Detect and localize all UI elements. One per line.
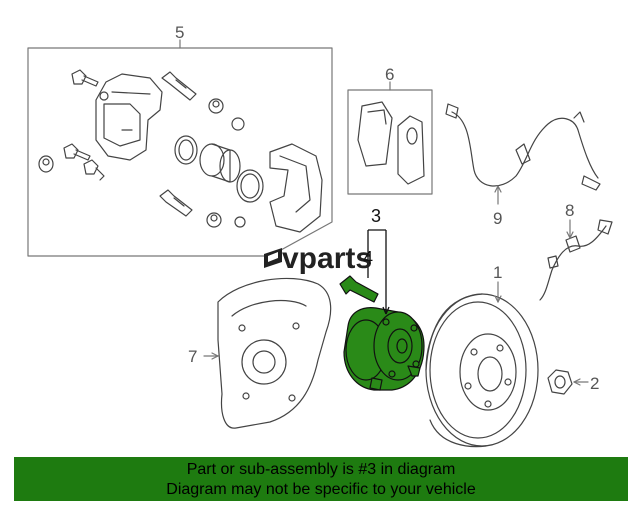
callout-4: 4 — [363, 248, 373, 268]
bushing — [208, 98, 224, 114]
bleeder-screw — [38, 155, 54, 173]
callout-5: 5 — [175, 23, 184, 42]
caliper-kit-box — [27, 47, 333, 257]
callout-6: 6 — [385, 65, 394, 84]
piston-boot — [236, 169, 264, 203]
bushing — [234, 216, 246, 228]
callout-1: 1 — [493, 263, 502, 282]
brake-rotor — [425, 293, 539, 448]
hub-bearing — [343, 307, 425, 391]
guide-pin — [161, 71, 197, 101]
banner-line-1: Part or sub-assembly is #3 in diagram — [186, 461, 456, 478]
brake-pad — [397, 115, 425, 185]
caliper-housing — [269, 143, 323, 233]
watermark-text: vparts — [282, 242, 372, 275]
info-banner: Part or sub-assembly is #3 in diagram Di… — [14, 457, 628, 501]
wheel-stud — [339, 275, 379, 303]
callout-7: 7 — [188, 347, 197, 366]
hub-bearing-highlight — [339, 275, 425, 391]
callout-9: 9 — [493, 209, 502, 228]
caliper-bolt — [63, 143, 91, 161]
parts-diagram: vparts 5 6 9 8 1 2 7 3 4 — [27, 23, 613, 448]
piston — [199, 143, 241, 183]
caliper-bolt — [83, 159, 105, 181]
callout-3-leader — [367, 229, 390, 315]
callout-8: 8 — [565, 201, 574, 220]
guide-pin — [159, 189, 193, 217]
banner-line-2: Diagram may not be specific to your vehi… — [166, 481, 476, 498]
hub-nut — [547, 369, 573, 395]
abs-sensor-wire — [445, 103, 601, 191]
brake-pad — [357, 101, 393, 167]
dust-shield — [217, 277, 332, 429]
piston-seal — [174, 135, 198, 165]
abs-sensor-harness — [539, 219, 613, 301]
callout-3: 3 — [371, 206, 381, 226]
callout-2: 2 — [590, 374, 599, 393]
caliper-bolt — [71, 69, 99, 87]
bushing — [231, 117, 245, 131]
bushing — [206, 212, 222, 228]
caliper-bracket — [95, 73, 163, 161]
watermark-logo: vparts — [264, 242, 372, 275]
